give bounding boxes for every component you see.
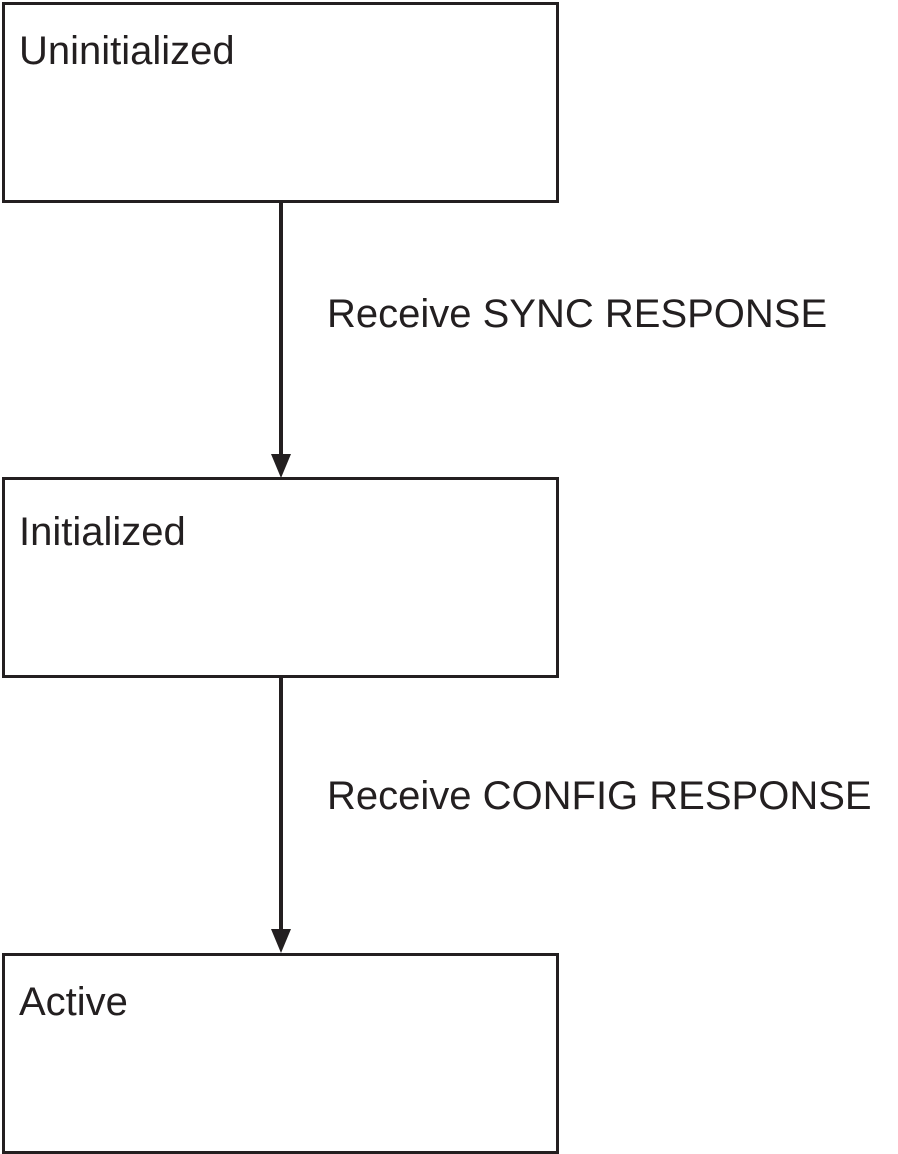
transition-label-sync: Receive SYNC RESPONSE <box>327 292 828 336</box>
state-initialized: Initialized <box>2 477 559 678</box>
state-uninitialized: Uninitialized <box>2 2 559 203</box>
transition-label-config: Receive CONFIG RESPONSE <box>327 774 872 818</box>
arrow-sync <box>271 203 291 478</box>
state-label-uninitialized: Uninitialized <box>19 29 235 73</box>
state-label-active: Active <box>19 980 128 1024</box>
arrow-config <box>271 676 291 953</box>
state-label-initialized: Initialized <box>19 510 186 554</box>
state-active: Active <box>2 953 559 1154</box>
